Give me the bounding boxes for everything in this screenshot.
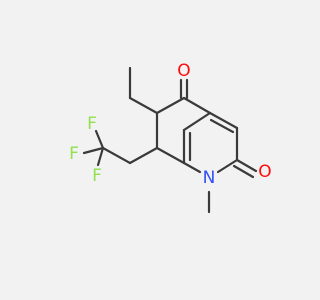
molecule-canvas: O O N F F F — [69, 61, 272, 214]
atom-f-top: F — [87, 114, 97, 134]
bond-c7-ccf3 — [101, 146, 132, 165]
bond-c2-n1 — [216, 158, 239, 174]
atom-f-left: F — [69, 144, 79, 164]
bond-cf3-f-top — [94, 129, 105, 150]
bond-c2-o-2 — [232, 164, 255, 179]
bond-c4a-c4 — [182, 111, 212, 132]
bond-n1-c8a — [182, 161, 202, 174]
atom-n1: N — [203, 168, 216, 188]
atom-label-group: O O N F F F — [69, 61, 272, 188]
bond-ring-c8-c8a — [155, 146, 186, 165]
bond-c4-c3 — [208, 111, 239, 130]
molecule-structure: O O N F F F — [69, 61, 272, 214]
bond-c2-o-1 — [235, 158, 258, 173]
atom-f-bottom: F — [92, 166, 102, 186]
atom-o-right: O — [258, 162, 271, 182]
bond-c7-cf3 — [128, 146, 159, 165]
bond-cf3-f-bottom — [96, 146, 105, 167]
bond-c4-c3-2 — [209, 118, 235, 134]
bond-c5-c4a — [182, 96, 212, 115]
atom-o-top: O — [177, 61, 190, 81]
bond-c5-c6 — [155, 96, 186, 115]
bond-c6-c7 — [128, 96, 159, 115]
bond-cf3-f-left — [82, 146, 105, 155]
bond-group — [82, 66, 258, 214]
